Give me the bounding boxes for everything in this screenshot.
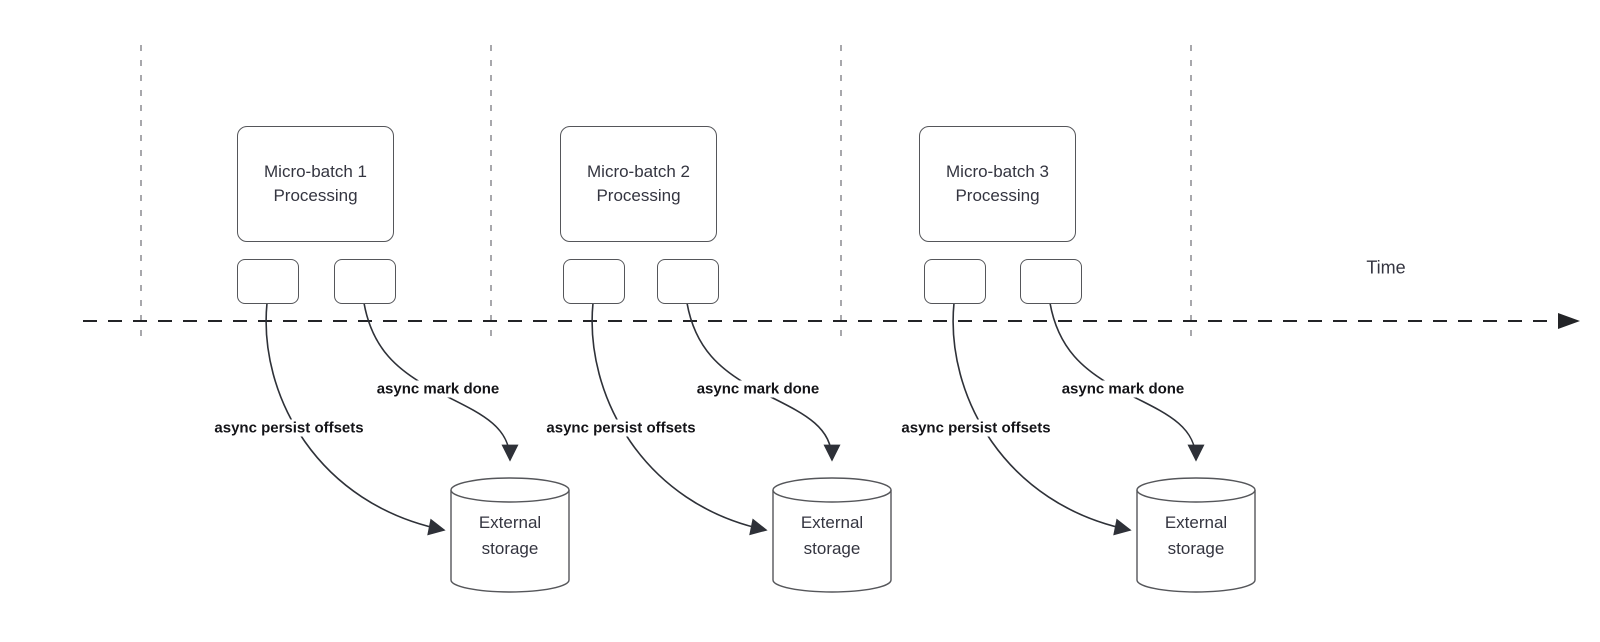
offset-node-left-2 (563, 259, 625, 304)
offset-node-left-3 (924, 259, 986, 304)
external-storage-cylinder-2 (772, 477, 892, 593)
offset-node-right-2 (657, 259, 719, 304)
micro-batch-subtitle: Processing (273, 186, 358, 205)
persist-offsets-label-3: async persist offsets (898, 419, 1054, 437)
storage-label-line2: storage (803, 539, 861, 558)
storage-label-line1: External (1164, 513, 1228, 532)
micro-batch-title: Micro-batch 3 (946, 162, 1049, 181)
mark-done-label-2: async mark done (693, 380, 823, 398)
mark-done-label-1: async mark done (373, 380, 503, 398)
micro-batch-title: Micro-batch 1 (264, 162, 367, 181)
micro-batch-box-3: Micro-batch 3 Processing (919, 126, 1076, 242)
persist-offsets-label-2: async persist offsets (543, 419, 699, 437)
micro-batch-title: Micro-batch 2 (587, 162, 690, 181)
offset-node-left-1 (237, 259, 299, 304)
persist-offsets-arrow-3 (952, 302, 1130, 530)
micro-batch-subtitle: Processing (955, 186, 1040, 205)
storage-label-line1: External (800, 513, 864, 532)
offset-node-right-3 (1020, 259, 1082, 304)
external-storage-label-2: External storage (773, 508, 891, 564)
micro-batch-box-1: Micro-batch 1 Processing (237, 126, 394, 242)
external-storage-cylinder-1 (450, 477, 570, 593)
external-storage-label-1: External storage (451, 508, 569, 564)
time-axis-label: Time (1366, 257, 1406, 278)
persist-offsets-arrow-2 (591, 302, 766, 530)
external-storage-cylinder-3 (1136, 477, 1256, 593)
persist-offsets-label-1: async persist offsets (211, 419, 367, 437)
storage-label-line2: storage (1167, 539, 1225, 558)
micro-batch-subtitle: Processing (596, 186, 681, 205)
micro-batch-box-2: Micro-batch 2 Processing (560, 126, 717, 242)
storage-label-line1: External (478, 513, 542, 532)
mark-done-label-3: async mark done (1058, 380, 1188, 398)
offset-node-right-1 (334, 259, 396, 304)
timeline-arrowhead-icon (1558, 313, 1580, 329)
storage-label-line2: storage (481, 539, 539, 558)
persist-offsets-arrow-1 (265, 302, 444, 530)
external-storage-label-3: External storage (1137, 508, 1255, 564)
